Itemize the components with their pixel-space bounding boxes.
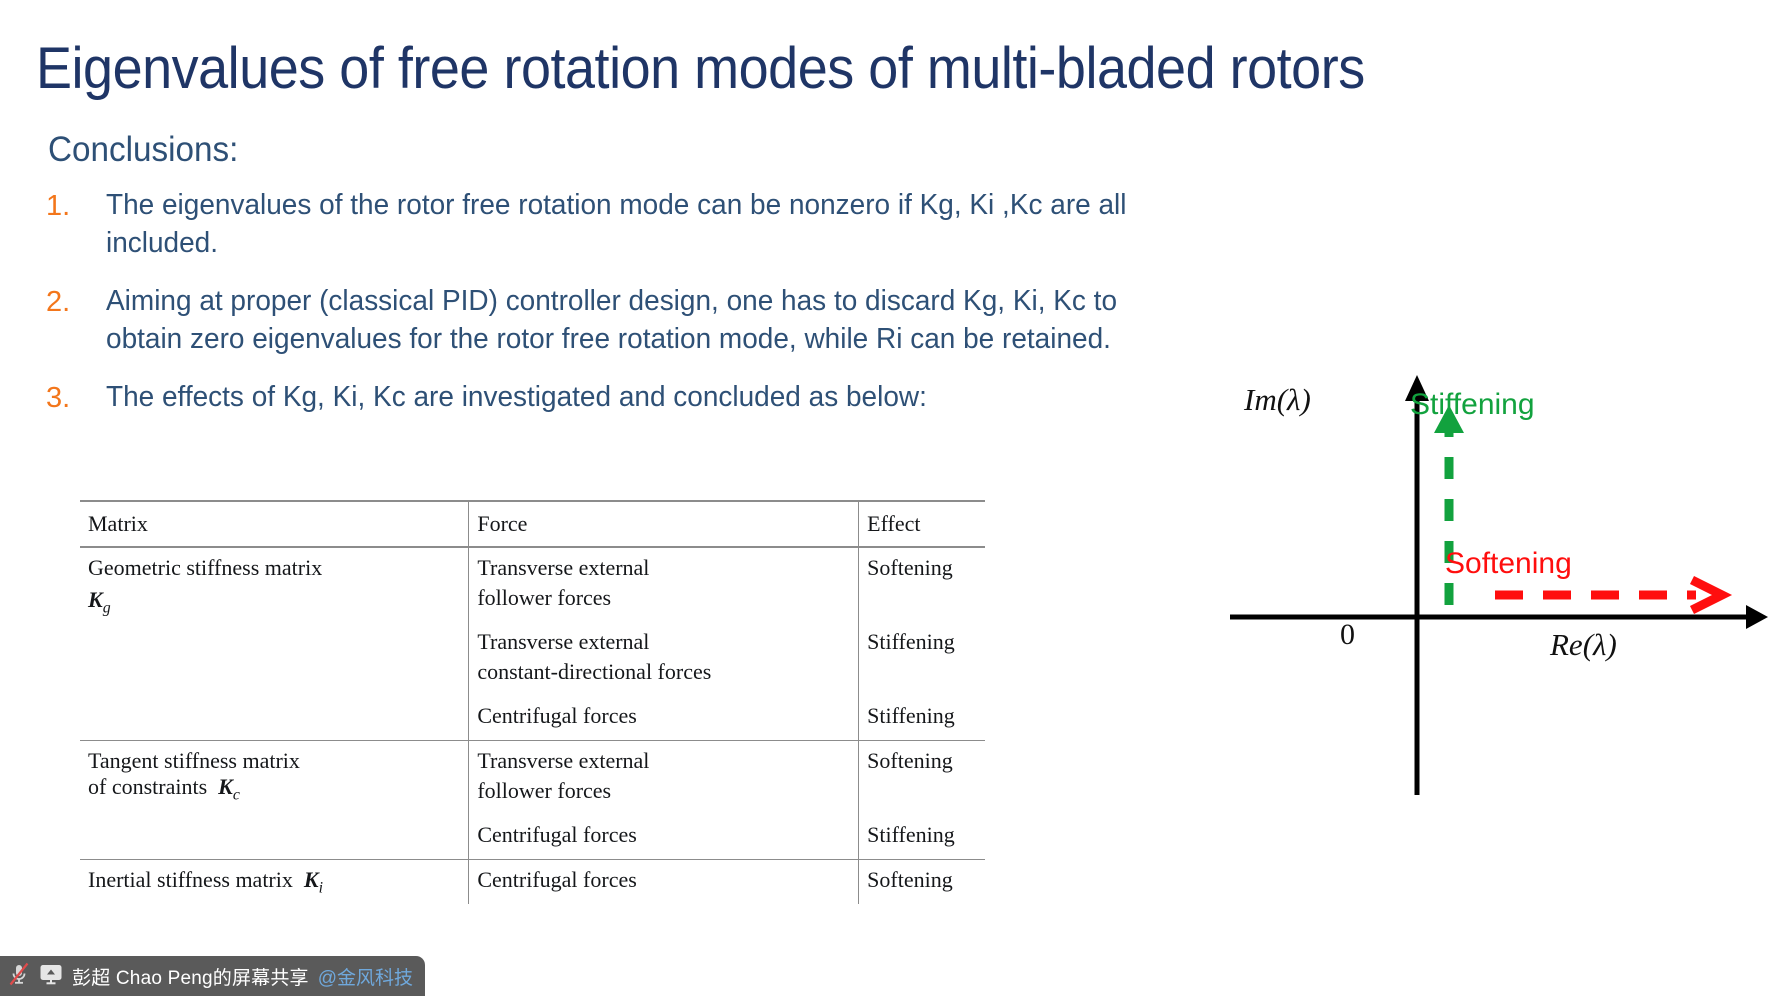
- matrix-name: Geometric stiffness matrix: [88, 555, 323, 580]
- cell-force: Centrifugal forces: [468, 696, 860, 741]
- cell-force: Transverse external follower forces: [468, 740, 860, 815]
- matrix-symbol: Kg: [88, 587, 111, 617]
- table-row: Centrifugal forces Stiffening: [80, 815, 985, 860]
- imaginary-axis: [1405, 375, 1429, 795]
- force-line: follower forces: [477, 778, 612, 803]
- cell-force: Centrifugal forces: [468, 815, 860, 860]
- table-header-row: Matrix Force Effect: [80, 501, 985, 547]
- cell-effect: Stiffening: [867, 703, 955, 728]
- cell-effect: Softening: [867, 555, 953, 580]
- force-line: Centrifugal forces: [477, 703, 637, 728]
- list-item-number: 1.: [46, 190, 71, 222]
- table-header-effect: Effect: [867, 511, 921, 536]
- table-row: Inertial stiffness matrix Ki Centrifugal…: [80, 859, 985, 905]
- page-title: Eigenvalues of free rotation modes of mu…: [36, 36, 1365, 101]
- microphone-muted-icon[interactable]: [8, 962, 30, 991]
- screen-share-status-bar[interactable]: 彭超 Chao Peng的屏幕共享 @金风科技: [0, 956, 426, 996]
- matrix-symbol: Ki: [303, 867, 323, 897]
- presenter-handle: @金风科技: [317, 967, 414, 989]
- real-axis: [1230, 605, 1768, 629]
- cell-effect: Softening: [858, 740, 985, 815]
- cell-matrix: Tangent stiffness matrix of constraints …: [80, 740, 470, 860]
- cell-effect: Stiffening: [867, 822, 955, 847]
- force-line: follower forces: [477, 585, 612, 610]
- cell-force: Centrifugal forces: [468, 859, 860, 905]
- stiffening-label: Stiffening: [1410, 388, 1535, 421]
- list-item: 1. The eigenvalues of the rotor free rot…: [46, 186, 1176, 262]
- softening-label: Softening: [1445, 547, 1572, 580]
- origin-label: 0: [1340, 618, 1355, 651]
- list-item: 3. The effects of Kg, Ki, Kc are investi…: [46, 378, 1176, 418]
- force-line: Transverse external: [477, 629, 650, 654]
- list-item-text: The effects of Kg, Ki, Kc are investigat…: [106, 381, 927, 413]
- matrix-symbol: Kc: [218, 774, 240, 804]
- table-body: Geometric stiffness matrix Kg Transverse…: [80, 547, 985, 905]
- conclusions-heading: Conclusions:: [48, 130, 239, 169]
- list-item-text: The eigenvalues of the rotor free rotati…: [106, 189, 1127, 259]
- cell-matrix: Geometric stiffness matrix Kg: [80, 547, 470, 741]
- cell-effect: Stiffening: [867, 629, 955, 654]
- list-item-number: 2.: [46, 286, 71, 318]
- table-row: Tangent stiffness matrix of constraints …: [80, 740, 985, 860]
- table-row: Geometric stiffness matrix Kg Transverse…: [80, 547, 985, 741]
- cell-matrix: Inertial stiffness matrix Ki: [80, 859, 470, 905]
- cell-effect: Softening: [858, 859, 985, 905]
- force-line: constant-directional forces: [477, 659, 712, 684]
- presenter-name: 彭超 Chao Peng的屏幕共享: [72, 967, 309, 989]
- imaginary-axis-label: Im(λ): [1244, 382, 1311, 417]
- table-header: Matrix Force Effect: [80, 501, 985, 547]
- complex-plane-svg: [1230, 375, 1768, 795]
- matrix-name-line1: Tangent stiffness matrix: [88, 748, 300, 773]
- list-item-number: 3.: [46, 382, 71, 414]
- table-row: Transverse external constant-directional…: [80, 622, 985, 696]
- table-header-matrix: Matrix: [80, 501, 470, 547]
- table-header-force: Force: [468, 501, 860, 547]
- force-line: Centrifugal forces: [477, 822, 637, 847]
- matrix-name: Inertial stiffness matrix: [88, 867, 293, 892]
- force-line: Transverse external: [477, 748, 650, 773]
- complex-plane-diagram: Im(λ) Re(λ) 0 Stiffening Softening: [1230, 375, 1768, 795]
- list-item-text: Aiming at proper (classical PID) control…: [106, 285, 1118, 355]
- list-item: 2. Aiming at proper (classical PID) cont…: [46, 282, 1176, 358]
- conclusions-list: 1. The eigenvalues of the rotor free rot…: [46, 186, 1176, 438]
- real-axis-label: Re(λ): [1550, 627, 1617, 662]
- effects-table: Matrix Force Effect Geometric stiffness …: [80, 500, 985, 905]
- force-line: Centrifugal forces: [477, 867, 637, 892]
- force-line: Transverse external: [477, 555, 650, 580]
- stiffening-arrow: [1434, 405, 1464, 605]
- cell-force: Transverse external follower forces: [468, 547, 860, 622]
- softening-arrow: [1495, 575, 1733, 615]
- cell-force: Transverse external constant-directional…: [468, 622, 860, 696]
- screen-share-icon[interactable]: [39, 963, 63, 990]
- table-row: Centrifugal forces Stiffening: [80, 696, 985, 741]
- matrix-name-line2: of constraints Kc: [88, 774, 240, 804]
